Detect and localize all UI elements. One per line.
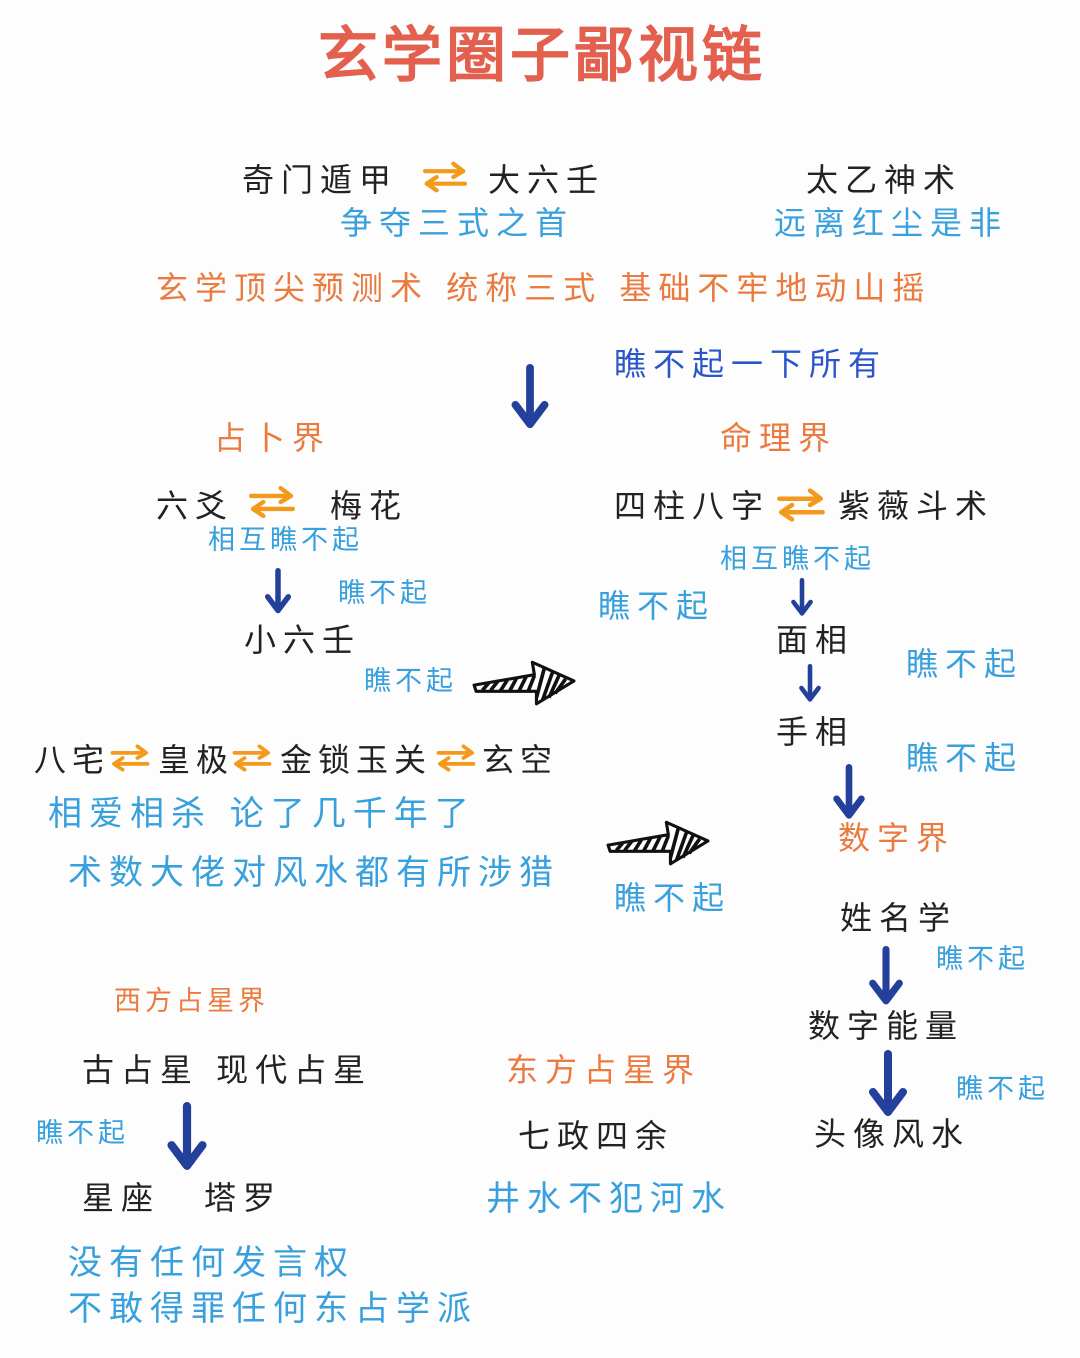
note-fengshui-2: 术数大佬对风水都有所涉猎 [68,853,560,893]
node-shouxiang: 手相 [776,713,855,751]
note-yuanli: 远离红尘是非 [774,204,1009,242]
swap-arrows-icon [246,484,298,520]
node-xiaoliuren: 小六壬 [244,621,362,659]
node-nengliang: 数字能量 [808,1007,965,1045]
note-look-down: 瞧不起 [598,587,716,625]
heading-shuzi: 数字界 [838,819,956,857]
swap-arrows-icon [108,742,152,774]
node-huangji: 皇极 [158,741,235,779]
note-east-motto: 井水不犯河水 [486,1179,732,1219]
swap-arrows-icon [434,742,478,774]
node-sizhu: 四柱八字 [614,487,771,525]
note-look-down: 瞧不起 [906,739,1024,777]
note-mingli-mutual: 相互瞧不起 [720,544,875,575]
node-taluo: 塔罗 [204,1179,283,1217]
note-west-2: 不敢得罪任何东占学派 [68,1289,478,1329]
down-arrow-icon [788,578,816,618]
node-mianxiang: 面相 [776,621,855,659]
note-look-down-all: 瞧不起一下所有 [614,345,888,383]
note-sanshi-summary: 玄学顶尖预测术 统称三式 基础不牢地动山摇 [156,269,932,307]
node-xingzuo: 星座 [82,1179,161,1217]
swap-arrows-icon [230,742,274,774]
down-arrow-icon [796,664,824,704]
node-west-astrology: 古占星 现代占星 [82,1051,373,1089]
swap-arrows-icon [774,486,828,524]
note-look-down: 瞧不起 [36,1118,129,1149]
hatched-right-arrow-icon [606,816,710,868]
note-look-down: 瞧不起 [956,1074,1049,1105]
down-arrow-icon [864,1050,912,1120]
note-west-1: 没有任何发言权 [68,1243,355,1283]
node-taiyi: 太乙神术 [806,161,963,199]
node-jinsuo: 金锁玉关 [280,741,433,779]
node-qizheng: 七政四余 [518,1117,675,1155]
note-look-down: 瞧不起 [338,578,431,609]
hatched-right-arrow-icon [472,656,576,708]
page-title: 玄学圈子鄙视链 [318,21,766,91]
node-xuankong: 玄空 [482,741,559,779]
note-look-down: 瞧不起 [936,944,1029,975]
heading-east: 东方占星界 [506,1051,702,1089]
heading-mingli: 命理界 [720,419,838,457]
node-qimen: 奇门遁甲 [242,161,399,199]
node-meihua: 梅花 [330,487,409,525]
heading-zhanbu: 占卜界 [214,419,332,457]
note-zhanbu-mutual: 相互瞧不起 [208,525,363,556]
down-arrow-icon [510,364,550,432]
down-arrow-icon [160,1102,214,1174]
down-arrow-icon [830,764,868,822]
node-liuyao: 六爻 [156,487,235,525]
down-arrow-icon [262,568,294,616]
note-look-down: 瞧不起 [614,879,732,917]
down-arrow-icon [864,946,908,1008]
swap-arrows-icon [420,160,470,194]
node-bazhai: 八宅 [34,741,111,779]
note-look-down: 瞧不起 [364,666,457,697]
note-fengshui-1: 相爱相杀 论了几千年了 [48,794,476,834]
node-ziwei: 紫薇斗术 [838,487,995,525]
heading-west: 西方占星界 [114,986,269,1017]
node-daliuren: 大六壬 [488,161,606,199]
node-xingming: 姓名学 [840,899,958,937]
note-look-down: 瞧不起 [906,645,1024,683]
node-touxiang: 头像风水 [814,1115,971,1153]
note-zhengduo: 争夺三式之首 [340,204,575,242]
